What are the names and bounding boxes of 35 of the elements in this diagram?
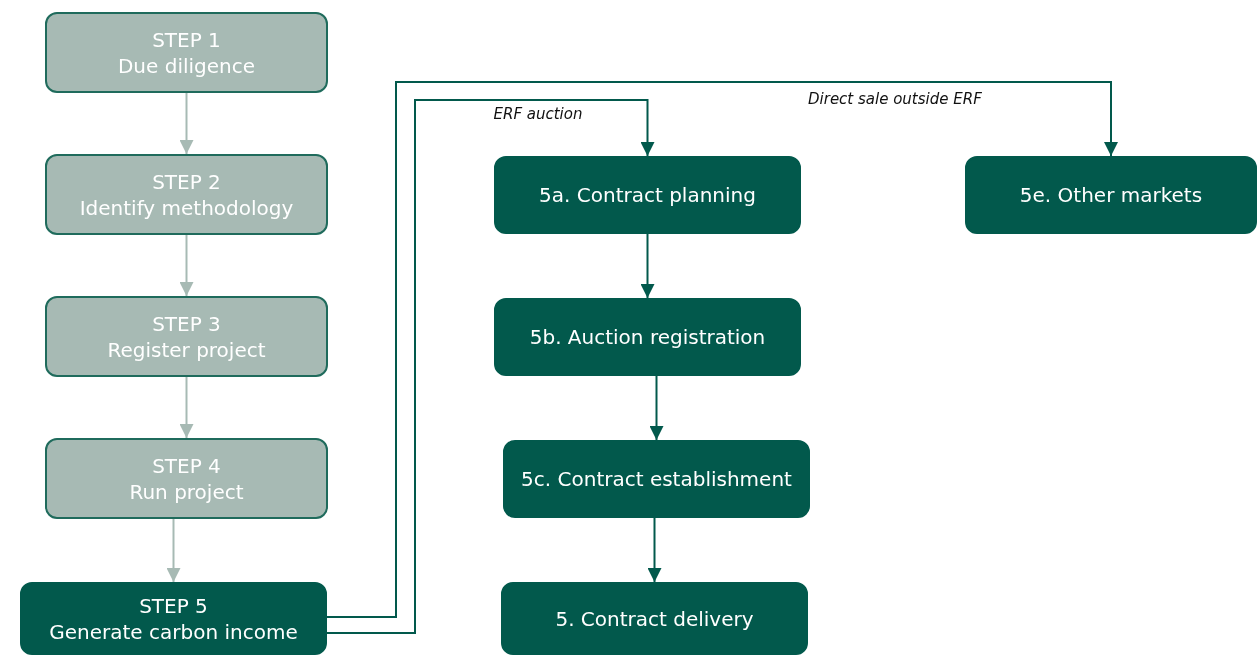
process-box — [45, 296, 328, 377]
edge-label: ERF auction — [493, 105, 583, 123]
step-heading: STEP 2 — [152, 168, 221, 195]
arrow — [647, 517, 662, 583]
step-label: 5a. Contract planning — [539, 182, 756, 208]
step-label: Run project — [129, 478, 244, 505]
arrow — [649, 375, 664, 441]
step-heading: STEP 4 — [152, 452, 221, 479]
process-box — [45, 438, 328, 519]
arrow — [179, 234, 194, 297]
arrow — [326, 81, 1118, 618]
process-box — [45, 12, 328, 93]
step-label: 5. Contract delivery — [555, 605, 754, 632]
arrow — [179, 376, 194, 439]
step-label: 5e. Other markets — [1019, 182, 1203, 208]
process-box — [494, 298, 801, 376]
arrow — [640, 233, 655, 299]
process-box — [501, 582, 808, 655]
process-box — [20, 582, 327, 655]
arrow — [166, 518, 181, 583]
step-heading: STEP 5 — [139, 592, 208, 619]
step-heading: STEP 1 — [152, 26, 221, 53]
process-box — [503, 440, 810, 518]
step-label: 5b. Auction registration — [529, 324, 766, 350]
arrow — [179, 92, 194, 155]
step-label: 5c. Contract establishment — [521, 466, 792, 492]
step-label: Generate carbon income — [49, 618, 298, 645]
process-box — [965, 156, 1257, 234]
step-label: Due diligence — [117, 52, 256, 79]
edge-label: Direct sale outside ERF — [808, 90, 982, 108]
step-label: Identify methodology — [79, 194, 294, 221]
step-label: Register project — [107, 336, 266, 363]
step-heading: STEP 3 — [152, 310, 221, 337]
process-box — [45, 154, 328, 235]
process-box — [494, 156, 801, 234]
